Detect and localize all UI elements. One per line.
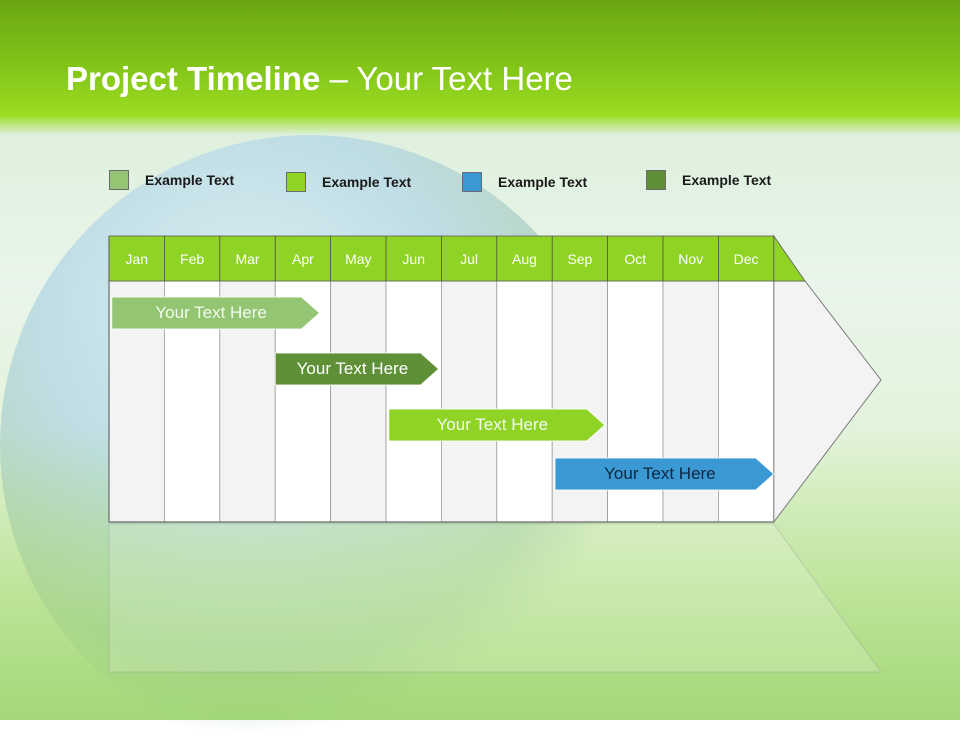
month-label: Sep [567, 251, 592, 267]
month-column [496, 280, 553, 523]
task-arrow [274, 352, 440, 386]
month-label: Jun [402, 251, 425, 267]
legend-swatch [462, 172, 482, 192]
timeline-reflection [108, 523, 882, 673]
task-arrow [111, 296, 321, 330]
month-label: Feb [180, 251, 204, 267]
task-label: Your Text Here [604, 464, 716, 483]
task-label: Your Text Here [436, 415, 549, 434]
month-column [330, 280, 387, 523]
legend-label: Example Text [498, 174, 588, 190]
month-label: Oct [624, 251, 646, 267]
legend-swatch [646, 170, 666, 190]
legend-swatch [109, 170, 129, 190]
task-arrow [554, 457, 775, 491]
month-header-tip [773, 234, 806, 282]
page-title: Project Timeline – Your Text Here [66, 60, 573, 98]
month-label: Mar [235, 251, 259, 267]
month-label: Jan [125, 251, 148, 267]
task-label: Your Text Here [296, 359, 409, 378]
month-column [440, 280, 498, 523]
month-label: Aug [512, 251, 537, 267]
timeline-outline [108, 236, 774, 523]
task-label: Your Text Here [155, 303, 267, 322]
legend-label: Example Text [682, 172, 772, 188]
legend-label: Example Text [145, 172, 235, 188]
month-column [385, 280, 442, 523]
timeline-arrow-head [773, 280, 882, 524]
title-rest: – Your Text Here [320, 60, 573, 97]
timeline-diagram: Jan Feb Mar Apr May Jun Jul Aug Sep Oct Nov Dec [108, 234, 882, 673]
task-arrow [388, 408, 606, 442]
title-bold: Project Timeline [66, 60, 321, 97]
month-label: Nov [678, 251, 703, 267]
month-label: Dec [734, 251, 759, 267]
month-label: Jul [460, 251, 478, 267]
header-band [0, 0, 960, 135]
month-label: May [345, 251, 371, 267]
legend-label: Example Text [322, 174, 412, 190]
month-label: Apr [292, 251, 314, 267]
legend-swatch [286, 172, 306, 192]
